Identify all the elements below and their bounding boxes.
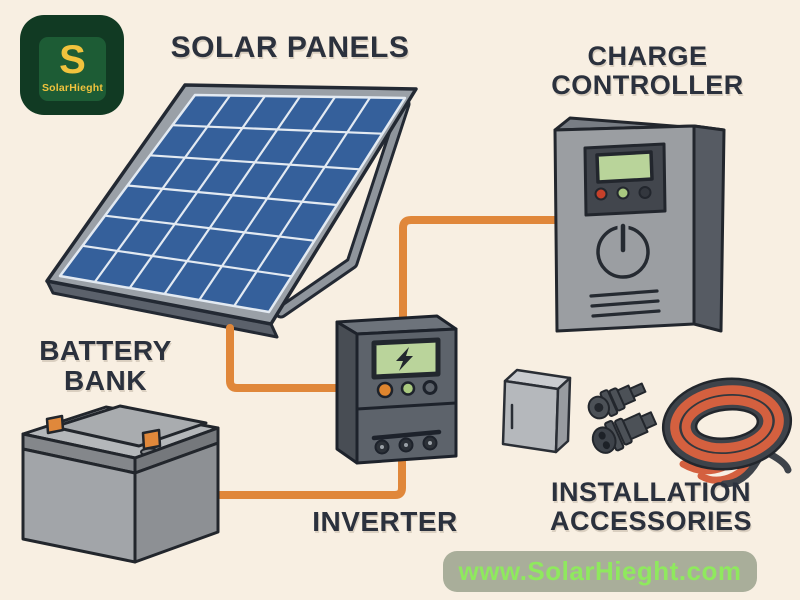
battery-terminal-negative	[45, 414, 65, 435]
panel-stand	[274, 97, 411, 319]
website-banner: www.SolarHieght.com	[443, 551, 757, 592]
power-icon	[596, 223, 650, 279]
inverter-button-green	[400, 381, 416, 396]
inverter-button-ring	[422, 380, 438, 395]
controller-button-red	[594, 187, 608, 201]
installation-accessories-label-line2: ACCESSORIES	[549, 506, 753, 537]
solar-panel	[45, 83, 418, 339]
wire-inverter-to-controller	[399, 216, 560, 326]
battery-bank-label-line2: BANK	[64, 365, 147, 397]
inverter-terminal-bar	[371, 429, 442, 441]
panel-cell-grid	[82, 94, 383, 307]
brand-logo-inner: S SolarHieght	[39, 37, 106, 101]
wire-panel-to-inverter	[226, 324, 347, 392]
controller-vents	[589, 289, 661, 318]
installation-accessories-label-line1: INSTALLATION	[551, 477, 751, 507]
inverter-label: INVERTER	[312, 506, 458, 537]
battery-lid	[52, 404, 208, 448]
controller-screen	[595, 150, 654, 184]
controller-button-green	[616, 186, 630, 200]
lightning-bolt-icon	[396, 347, 413, 371]
installation-accessories-label: INSTALLATION ACCESSORIES	[520, 477, 782, 537]
charge-controller	[553, 116, 726, 333]
mc4-connector-large	[591, 411, 658, 454]
inverter	[335, 314, 458, 465]
battery-right-face	[133, 441, 220, 564]
charge-controller-label-line2: CONTROLLER	[551, 70, 744, 101]
battery-bank-label-line1: BATTERY	[39, 335, 172, 366]
solar-panels-label: SOLAR PANELS	[170, 31, 410, 64]
junction-box	[501, 368, 572, 454]
mc4-connector-small	[587, 382, 647, 420]
controller-button-dark	[638, 186, 652, 199]
battery	[21, 404, 220, 564]
battery-bank-label: BATTERY BANK	[18, 335, 193, 397]
brand-name: SolarHieght	[41, 82, 104, 94]
brand-monogram: S	[59, 38, 86, 82]
inverter-divider	[356, 401, 457, 411]
installation-accessories	[501, 368, 793, 488]
inverter-button-orange	[376, 381, 394, 399]
cable-coil	[661, 377, 793, 488]
brand-logo: S SolarHieght	[20, 15, 124, 115]
charge-controller-label: CHARGE CONTROLLER	[520, 41, 775, 101]
inverter-left-face	[335, 320, 359, 465]
website-url: www.SolarHieght.com	[458, 556, 742, 586]
battery-terminal-positive	[141, 428, 162, 451]
wire-inverter-to-battery	[216, 452, 406, 499]
inverter-knobs	[374, 435, 438, 455]
charge-controller-label-line1: CHARGE	[587, 41, 708, 71]
controller-right-face	[692, 124, 726, 333]
